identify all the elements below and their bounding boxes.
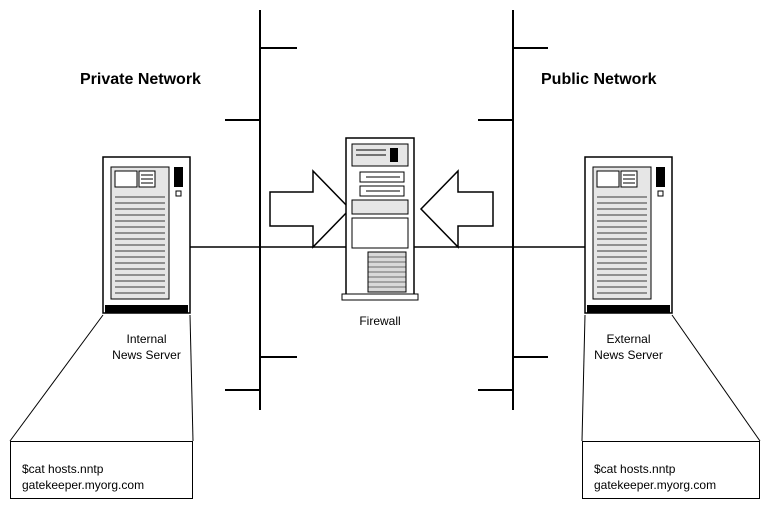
internal-hosts-file-box: $cat hosts.nntp gatekeeper.myorg.com	[10, 441, 193, 499]
public-network-backbone	[478, 10, 548, 410]
firewall-label: Firewall	[359, 314, 401, 328]
internal-hosts-file-text: $cat hosts.nntp gatekeeper.myorg.com	[22, 461, 144, 493]
internal-file-line2: gatekeeper.myorg.com	[22, 478, 145, 492]
public-network-title: Public Network	[541, 71, 657, 88]
internal-file-line1: $cat hosts.nntp	[22, 462, 104, 476]
firewall-icon	[341, 137, 419, 301]
external-hosts-file-box: $cat hosts.nntp gatekeeper.myorg.com	[582, 441, 760, 499]
server-icon	[584, 156, 673, 314]
internal-server-label-line1: Internal	[126, 332, 167, 346]
arrow-left-icon	[419, 169, 494, 249]
server-icon	[102, 156, 191, 314]
arrow-right-icon	[269, 169, 352, 249]
internal-server-label-line2: News Server	[112, 348, 181, 362]
external-hosts-file-text: $cat hosts.nntp gatekeeper.myorg.com	[594, 461, 716, 493]
external-file-line1: $cat hosts.nntp	[594, 462, 676, 476]
private-network-title: Private Network	[80, 71, 201, 88]
external-file-line2: gatekeeper.myorg.com	[594, 478, 717, 492]
callout-lines	[9, 314, 761, 442]
private-network-backbone	[225, 10, 297, 410]
external-server-label-line2: News Server	[594, 348, 663, 362]
internal-server-label: Internal News Server	[100, 331, 193, 363]
external-server-label: External News Server	[582, 331, 675, 363]
external-server-label-line1: External	[606, 332, 651, 346]
